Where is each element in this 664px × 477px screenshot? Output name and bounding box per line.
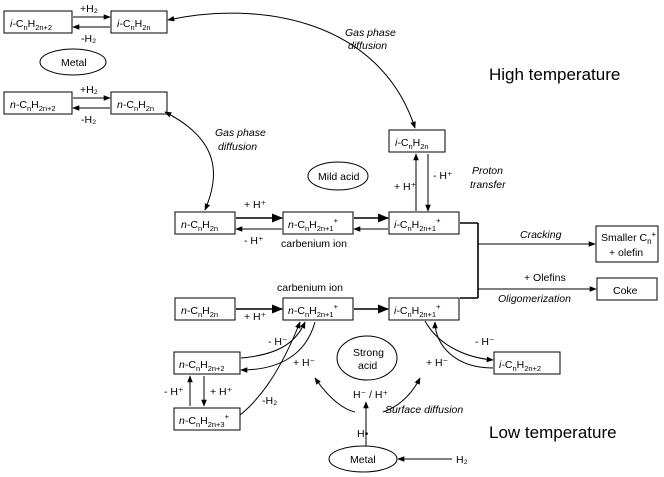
label-proton-1: Proton: [472, 165, 503, 177]
label-minus-h2-bottom: -H₂: [262, 395, 277, 407]
metal-oval-top: Metal: [39, 48, 107, 76]
species-box-mid-right: i-CnH2n+1+: [388, 211, 460, 235]
coke-label: Coke: [613, 285, 638, 297]
species-box-row2-right: n-CnH2n: [110, 91, 168, 115]
label-cracking: Cracking: [520, 229, 562, 241]
mild-acid-oval: Mild acid: [307, 161, 369, 191]
label-minus-hp-vertical: - H⁺: [433, 170, 453, 182]
species-box-row1-right: i-CnH2n: [110, 10, 168, 34]
label-minus-hm-right: - H⁻: [475, 336, 495, 348]
species-box-low-center: n-CnH2n+1+: [282, 297, 354, 321]
species-box-bottom-left: n-CnH2n+2: [173, 351, 241, 375]
species-formula: i-CnH2n+2: [499, 359, 541, 373]
arrow-hydride-down: [240, 321, 316, 373]
svg-text:Metal: Metal: [350, 454, 376, 466]
arrow-dehydrogenation: [239, 321, 301, 416]
label-plus-hp-low: + H⁺: [244, 311, 267, 323]
label-surface-diffusion: Surface diffusion: [385, 404, 463, 416]
label-gas-diffusion-top-2: diffusion: [348, 40, 387, 52]
species-formula: n-CnH2n: [117, 99, 154, 113]
label-minus-hp-mid: - H⁺: [244, 235, 264, 247]
label-plus-hp-vertical: + H⁺: [394, 181, 417, 193]
species-box-isoalkene-top: i-CnH2n: [388, 129, 446, 153]
heading-high-temperature: High temperature: [489, 65, 620, 84]
arrow-hydride-up: [240, 321, 306, 359]
label-carbenium-mid: carbenium ion: [281, 238, 347, 250]
label-plus-hp-mid: + H⁺: [244, 199, 267, 211]
species-box-row2-left: n-CnH2n+2: [3, 91, 73, 115]
svg-text:acid: acid: [358, 360, 377, 372]
svg-text:Smaller Cn+: Smaller Cn+: [601, 230, 657, 246]
label-hydride-proton: H⁻ / H⁺: [353, 389, 388, 401]
arrow-iso-hydride-up: [432, 321, 494, 369]
species-box-mid-center: n-CnH2n+1+: [282, 211, 354, 235]
label-gas-diffusion-left-1: Gas phase: [215, 127, 266, 139]
species-box-low-left: n-CnH2n: [174, 297, 236, 321]
species-formula: n-CnH2n+2: [10, 99, 56, 113]
arrow-gas-diffusion-top: [167, 12, 416, 129]
label-minus-hm-left: - H⁻: [268, 336, 288, 348]
species-box-mid-left: n-CnH2n: [174, 211, 236, 235]
label-gas-diffusion-left-2: diffusion: [218, 141, 257, 153]
label-carbenium-low: carbenium ion: [277, 282, 343, 294]
strong-acid-oval: Strong acid: [336, 335, 398, 381]
label-plus-hp-left: + H⁺: [210, 386, 233, 398]
label-gas-diffusion-top-1: Gas phase: [345, 27, 396, 39]
species-formula: n-CnH2n: [181, 219, 218, 233]
arrow-gas-diffusion-left: [164, 111, 215, 211]
metal-oval-bottom: Metal: [328, 445, 398, 473]
heading-low-temperature: Low temperature: [489, 423, 617, 442]
species-formula: i-CnH2n+1+: [394, 302, 441, 319]
species-formula: n-CnH2n+1+: [288, 216, 339, 233]
species-box-low-right: i-CnH2n+1+: [388, 297, 460, 321]
label-minus-h2-row2: -H₂: [81, 114, 96, 126]
species-formula: n-CnH2n: [181, 305, 218, 319]
label-plus-olefins: + Olefins: [524, 272, 566, 284]
svg-text:Strong: Strong: [353, 347, 384, 359]
species-box-bottom-right: i-CnH2n+2: [493, 351, 561, 375]
arrow-surface-left: [314, 377, 356, 413]
label-plus-hm-right: + H⁻: [426, 357, 449, 369]
species-formula: n-CnH2n+2: [179, 359, 225, 373]
smaller-olefin-label: + olefin: [609, 247, 643, 259]
label-plus-h2-row1: +H₂: [80, 3, 98, 15]
label-oligomerization: Oligomerization: [498, 293, 571, 305]
label-h2-feed: H₂: [456, 454, 468, 466]
smaller-sup: +: [652, 230, 657, 239]
label-h-dot: H•: [357, 428, 369, 440]
smaller-label: Smaller C: [601, 232, 648, 244]
species-formula: i-CnH2n: [395, 137, 429, 151]
product-box-smaller: Smaller Cn+ + olefin: [595, 225, 659, 263]
species-formula: i-CnH2n+2: [10, 18, 52, 32]
species-formula: n-CnH2n+1+: [288, 302, 339, 319]
label-proton-2: transfer: [470, 179, 506, 191]
svg-text:Mild acid: Mild acid: [318, 171, 360, 183]
species-formula: n-CnH2n+3+: [179, 412, 230, 429]
species-box-bottom-left2: n-CnH2n+3+: [173, 407, 241, 431]
label-minus-h2-row1: -H₂: [81, 33, 96, 45]
species-formula: i-CnH2n: [117, 18, 151, 32]
label-plus-hm-left: + H⁻: [293, 357, 316, 369]
species-box-row1-left: i-CnH2n+2: [3, 10, 73, 34]
arrow-surface-right: [382, 377, 421, 413]
svg-text:Metal: Metal: [61, 57, 87, 69]
label-plus-h2-row2: +H₂: [80, 84, 98, 96]
label-minus-hp-left: - H⁺: [164, 386, 184, 398]
species-formula: i-CnH2n+1+: [394, 216, 441, 233]
smaller-sub: n: [647, 237, 651, 246]
arrow-iso-hydride-down: [424, 320, 494, 363]
product-box-coke: Coke: [596, 277, 658, 301]
